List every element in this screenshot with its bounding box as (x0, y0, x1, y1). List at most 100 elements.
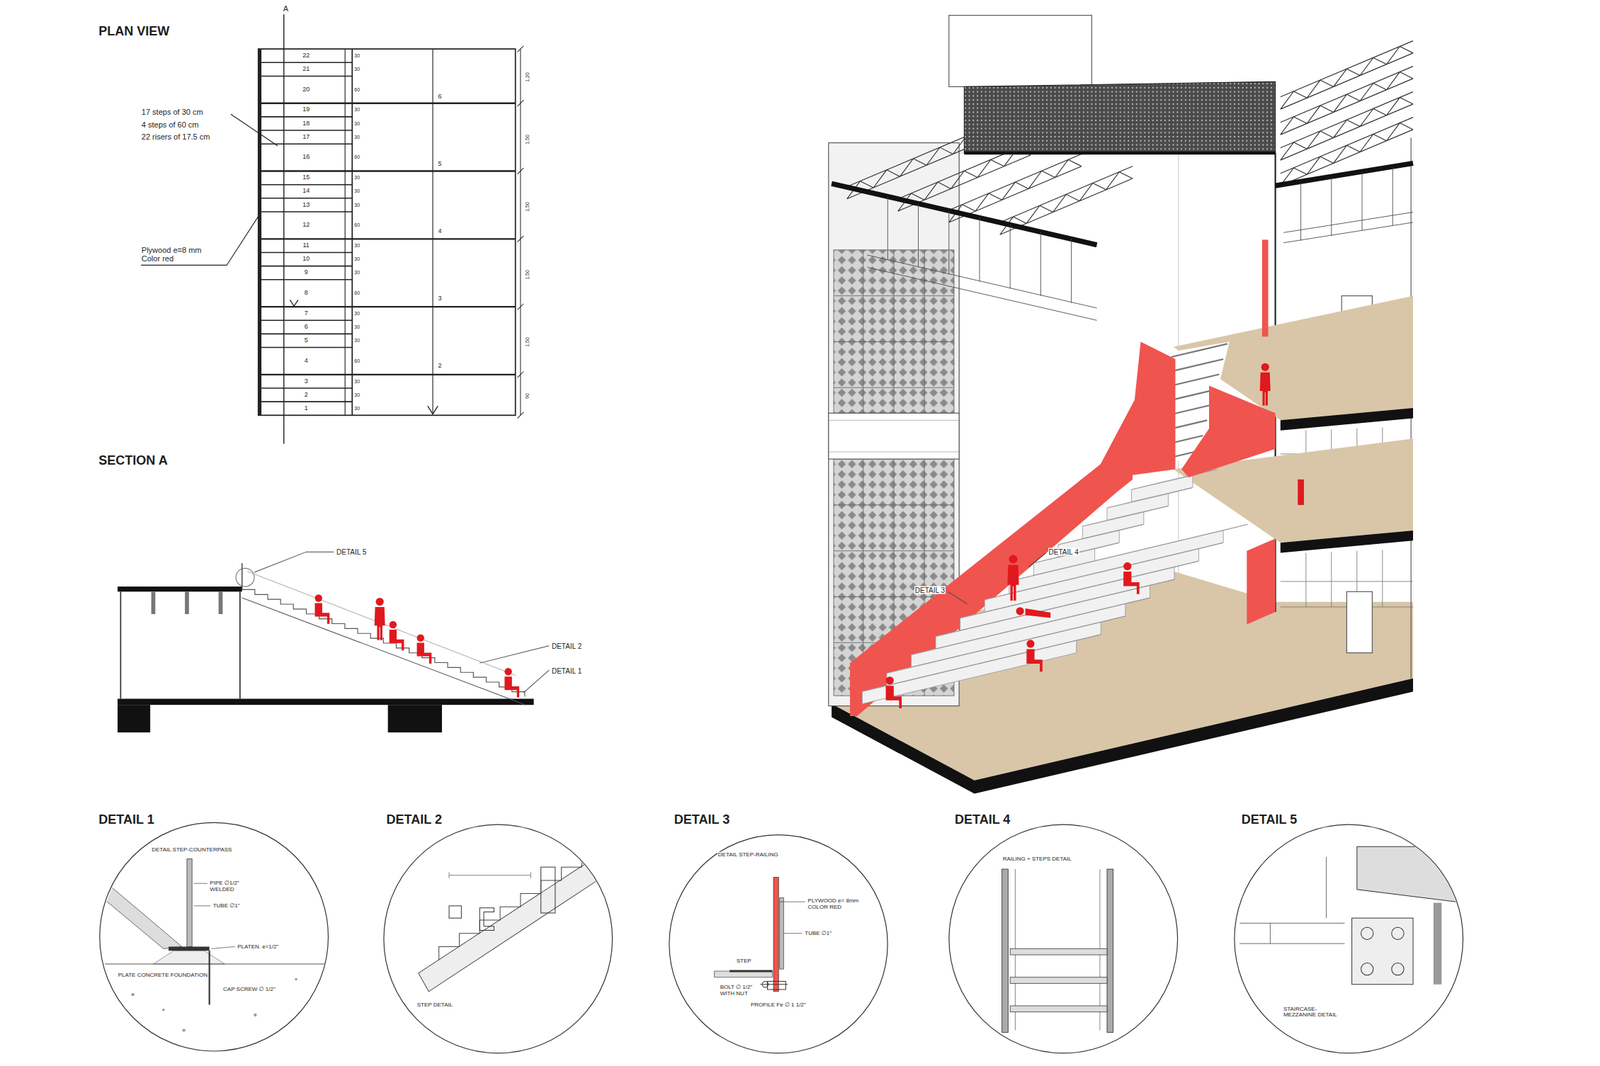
step-number: 18 (301, 120, 311, 128)
detail-circle (1232, 810, 1465, 1056)
axonometric-drawing (1283, 167, 1414, 243)
axonometric-drawing (828, 15, 1414, 794)
detail-drawing (1239, 857, 1345, 944)
section-drawing (315, 594, 331, 624)
dimension: 1,50 (524, 269, 531, 281)
axonometric-drawing (1000, 166, 1133, 235)
axonometric-drawing (1280, 407, 1414, 431)
step-dimension: 30 (353, 66, 361, 73)
detail-note: DETAIL STEP-COUNTERPASS (150, 847, 233, 854)
section-heading: SECTION A (97, 454, 168, 469)
detail-drawing (253, 1013, 257, 1017)
detail-circle-outline (949, 824, 1178, 1054)
plan-drawing (258, 48, 516, 416)
detail-heading: DETAIL 4 (954, 813, 1011, 828)
step-dimension: 30 (353, 269, 361, 276)
step-dimension: 60 (353, 358, 361, 365)
plan-drawing (517, 46, 525, 419)
section-drawing (504, 667, 520, 697)
step-number: 13 (301, 201, 311, 209)
step-dimension: 30 (353, 189, 361, 195)
grid-number: 2 (437, 362, 442, 370)
step-dimension: 60 (353, 155, 361, 161)
section-drawing (151, 591, 156, 615)
axonometric-drawing (1260, 363, 1271, 406)
detail-note: DETAIL STEP-RAILING (717, 852, 780, 859)
section-heading: PLAN VIEW (97, 24, 170, 39)
plan-drawing (432, 48, 433, 415)
detail-drawing (121, 1018, 124, 1021)
detail-drawing (208, 950, 211, 1005)
detail-drawing (100, 963, 330, 964)
detail-note: CAP SCREW ∅ 1/2" (222, 986, 277, 994)
detail-drawing (1391, 927, 1404, 940)
detail-drawing (541, 866, 556, 913)
step-dimension: 30 (353, 405, 361, 412)
detail-drawing (449, 871, 531, 879)
step-dimension: 60 (353, 290, 361, 297)
axonometric-drawing (949, 153, 1082, 222)
detail-drawing (131, 993, 134, 996)
step-dimension: 30 (353, 242, 361, 249)
detail-drawing (121, 978, 297, 1032)
step-dimension: 30 (353, 174, 361, 181)
detail-callout-label: DETAIL 1 (551, 666, 583, 675)
detail-drawing (294, 978, 297, 981)
detail-heading: DETAIL 5 (1240, 813, 1298, 828)
axonometric-drawing (1181, 385, 1275, 478)
detail-callout-label: DETAIL 5 (335, 548, 367, 556)
detail-drawing (1361, 927, 1404, 976)
detail-note: STAIRCASE-MEZZANINE DETAIL (1282, 1006, 1348, 1020)
detail-callout: DETAIL 2STEP DETAIL (381, 810, 615, 1056)
step-dimension: 30 (353, 53, 361, 59)
detail-heading: DETAIL 3 (673, 813, 731, 828)
plan-drawing (140, 14, 524, 444)
axonometric-drawing (1007, 554, 1019, 601)
detail-circle-outline (99, 822, 329, 1052)
detail-drawing (1361, 963, 1374, 976)
detail-callout-label: DETAIL 3 (914, 585, 946, 594)
step-dimension: 60 (353, 222, 361, 229)
section-drawing (120, 591, 241, 699)
axonometric-drawing (828, 412, 960, 459)
section-drawing (117, 699, 535, 706)
detail-circle-outline (669, 834, 888, 1053)
detail-note: RAILING + STEPS DETAIL (1002, 856, 1073, 863)
detail-drawing (186, 859, 192, 947)
axonometric-drawing (1246, 538, 1275, 624)
grid-number: 4 (437, 228, 442, 236)
step-number: 21 (301, 65, 311, 73)
detail-drawing (1352, 917, 1414, 985)
detail-drawing (759, 983, 788, 985)
axonometric-drawing (886, 676, 902, 709)
detail-drawing (152, 950, 225, 964)
axonometric-drawing (1262, 239, 1269, 337)
detail-drawing (168, 946, 210, 951)
dimension: 1,50 (524, 336, 531, 348)
detail-drawing (100, 859, 330, 1032)
section-drawing (117, 586, 243, 592)
detail-drawing (1361, 927, 1374, 940)
annotation: 4 steps of 60 cm (140, 120, 200, 129)
detail-drawing (714, 971, 773, 978)
detail-drawing (101, 878, 182, 949)
step-number: 14 (301, 187, 311, 195)
detail-drawing (418, 852, 603, 992)
step-dimension: 30 (353, 392, 361, 399)
step-number: 1 (303, 405, 309, 413)
step-dimension: 30 (353, 202, 361, 209)
axonometric-drawing (828, 420, 960, 452)
annotation: 22 risers of 17.5 cm (140, 132, 212, 141)
section-drawing (235, 568, 255, 587)
grid-number: 6 (437, 93, 442, 101)
detail-drawing (779, 897, 785, 969)
detail-circle (381, 810, 615, 1056)
detail-circle (667, 810, 890, 1056)
section-drawing (117, 704, 151, 733)
detail-drawing (714, 877, 806, 992)
section-drawing (242, 589, 525, 697)
detail-drawing (773, 877, 779, 992)
step-number: 4 (303, 357, 309, 365)
axonometric-drawing (1346, 591, 1372, 653)
